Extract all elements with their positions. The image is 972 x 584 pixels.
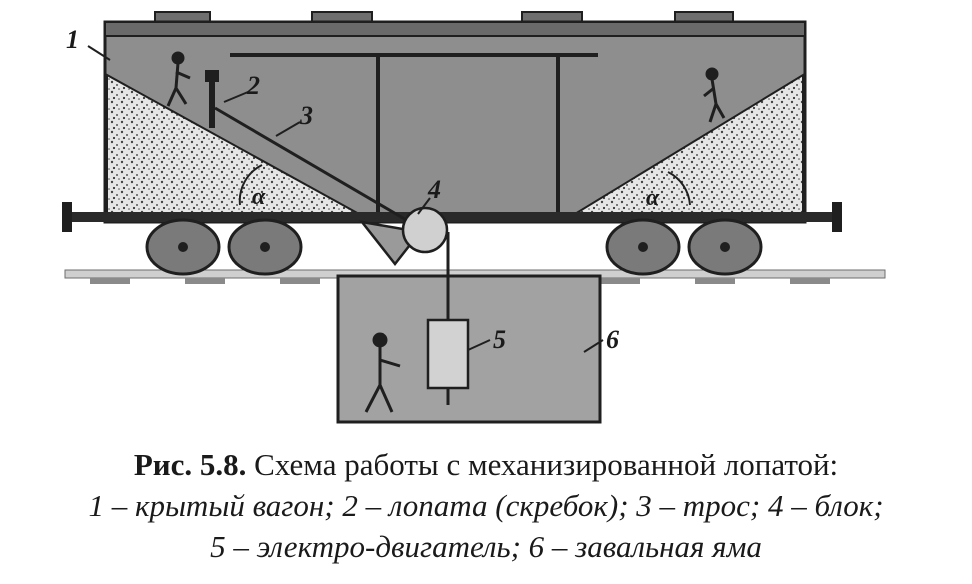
door-frame — [230, 53, 598, 222]
wagon-frame — [70, 212, 840, 222]
wheel — [605, 218, 681, 276]
label-5: 5 — [493, 325, 506, 354]
pulley-block — [401, 206, 449, 254]
label-6: 6 — [606, 325, 619, 354]
label-2: 2 — [246, 71, 260, 100]
wheel — [687, 218, 763, 276]
label-alpha-left: α — [252, 184, 266, 210]
angle-arc-right — [667, 171, 691, 206]
caption-title-line: Рис. 5.8. Схема работы с механизированно… — [0, 444, 972, 485]
figure-caption: Рис. 5.8. Схема работы с механизированно… — [0, 444, 972, 567]
wheel — [227, 218, 303, 276]
shovel-scraper — [205, 70, 219, 128]
label-1: 1 — [66, 25, 79, 54]
electric-motor — [426, 318, 470, 390]
worker-left — [166, 51, 191, 107]
leader-lines — [87, 45, 604, 353]
caption-legend-line-2: 5 – электро-двигатель; 6 – завальная яма — [210, 529, 762, 564]
label-3: 3 — [299, 101, 313, 130]
wheel — [145, 218, 221, 276]
label-4: 4 — [427, 175, 441, 204]
figure-ref: Рис. 5.8. — [133, 447, 247, 482]
sleepers — [90, 278, 830, 284]
caption-legend-line-1: 1 – крытый вагон; 2 – лопата (скребок); … — [88, 488, 884, 523]
caption-title: Схема работы с механизированной лопатой: — [254, 447, 839, 482]
worker-pit — [364, 332, 401, 413]
label-alpha-right: α — [646, 185, 660, 211]
roof-hatches — [154, 11, 734, 23]
wheels — [145, 218, 763, 276]
wagon-unloading-diagram: 1 2 3 4 5 6 α α — [62, 11, 886, 424]
rope — [214, 106, 421, 230]
angle-arc-left — [238, 164, 263, 206]
worker-right — [703, 67, 726, 123]
wagon-roof — [104, 21, 806, 37]
